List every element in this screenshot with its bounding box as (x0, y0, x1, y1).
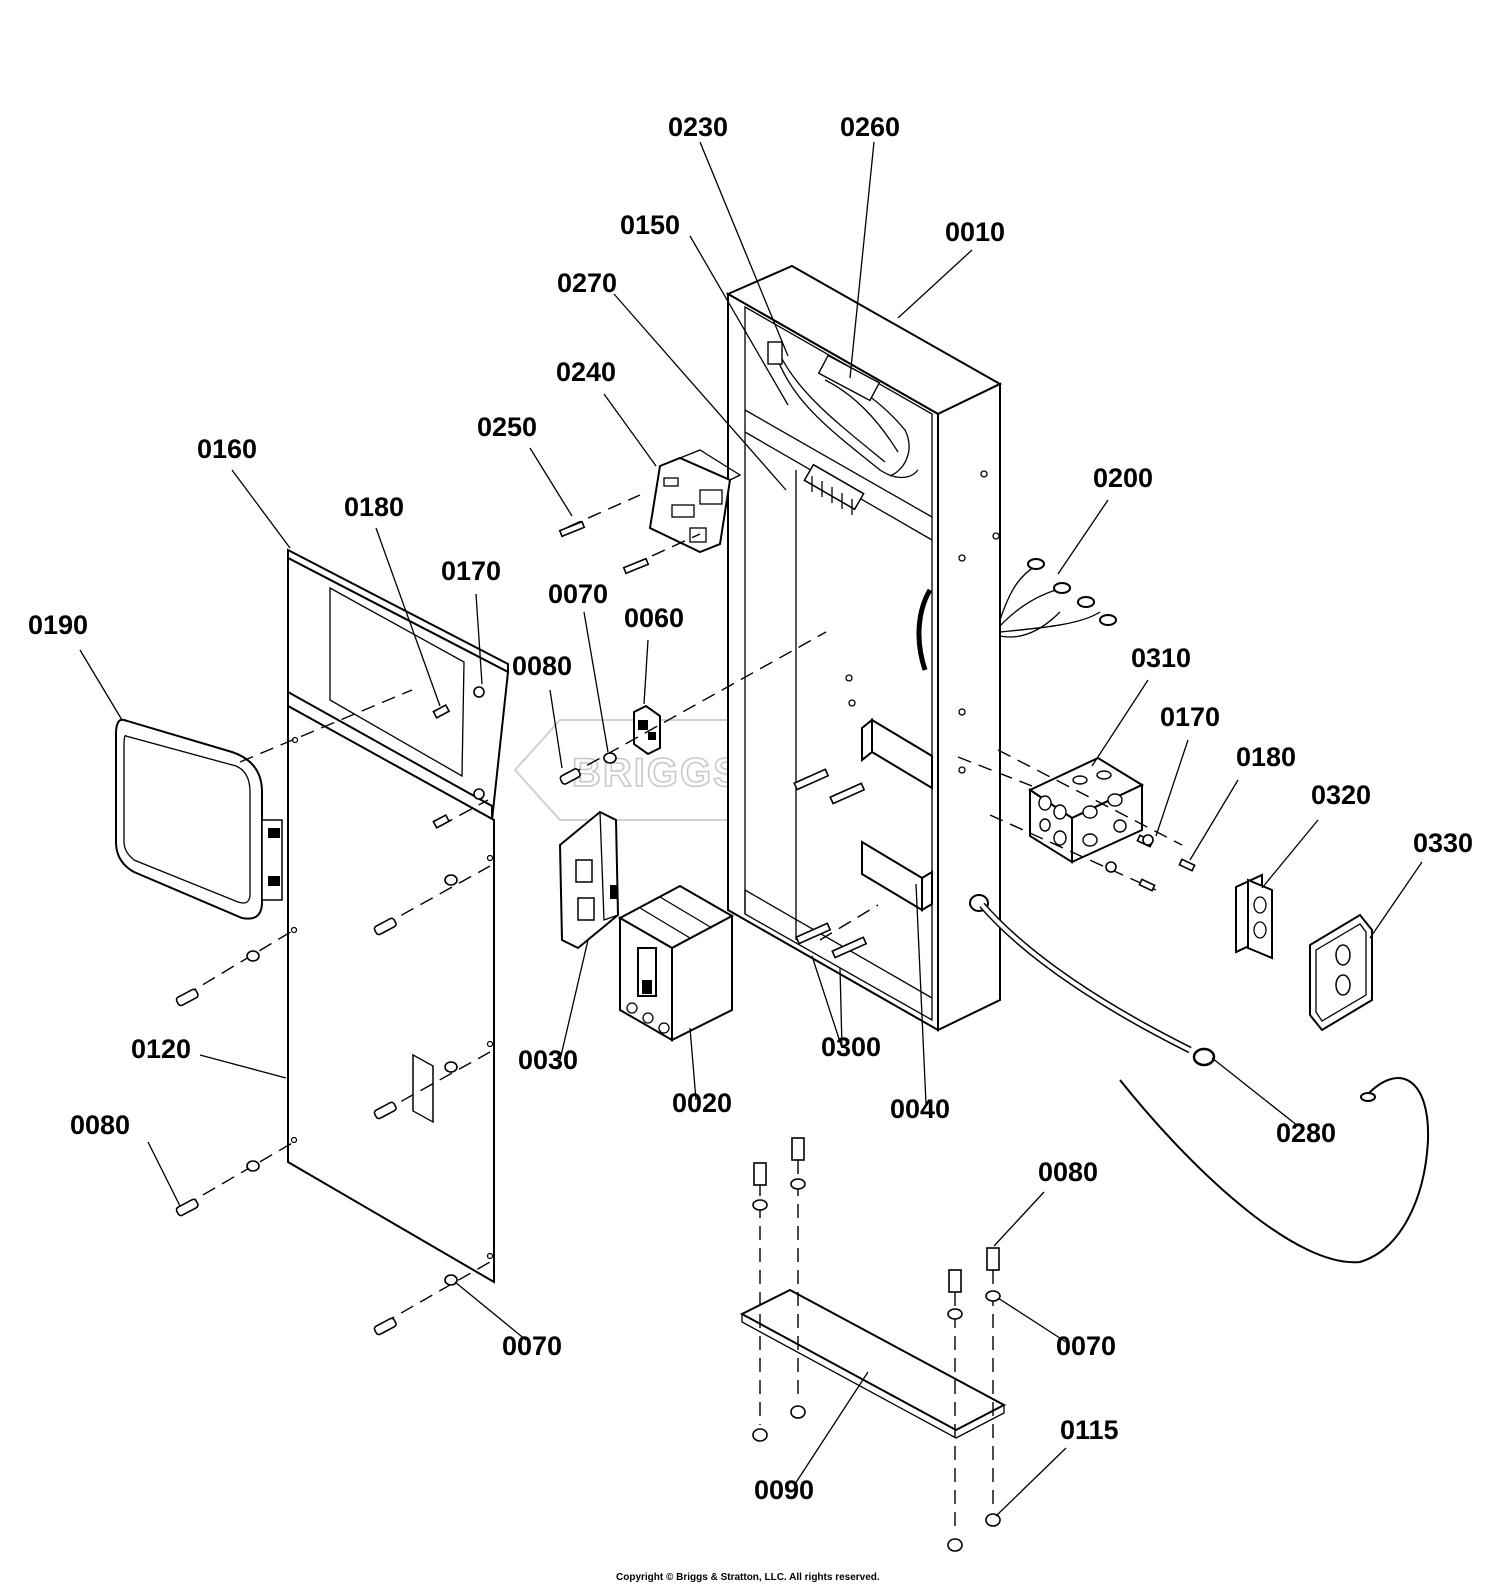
cover-plate-0330 (1309, 913, 1373, 1032)
callout-0080-plate: 0080 (1038, 1157, 1098, 1187)
callout-0200: 0200 (1093, 463, 1153, 493)
terminal-0060 (633, 704, 661, 756)
callout-0120: 0120 (131, 1034, 191, 1064)
callout-0080-terminal: 0080 (512, 651, 572, 681)
callout-0330: 0330 (1413, 828, 1473, 858)
callout-0300: 0300 (821, 1032, 881, 1062)
ground-wires-0200 (999, 558, 1117, 638)
callout-0320: 0320 (1311, 780, 1371, 810)
bracket-0040 (861, 717, 933, 912)
assembly-lines (183, 494, 1183, 1532)
callout-0070-plate: 0070 (1056, 1331, 1116, 1361)
callout-0270: 0270 (557, 268, 617, 298)
callout-0180-box: 0180 (1236, 742, 1296, 772)
callout-0310: 0310 (1131, 643, 1191, 673)
fasteners (175, 520, 1196, 1552)
callout-0170-door: 0170 (441, 556, 501, 586)
callout-0240: 0240 (556, 357, 616, 387)
receptacle-0320 (1235, 873, 1273, 960)
callout-0150: 0150 (620, 210, 680, 240)
callout-0160: 0160 (197, 434, 257, 464)
callout-0020: 0020 (672, 1088, 732, 1118)
callout-0115: 0115 (1060, 1415, 1119, 1445)
callout-0070-door: 0070 (502, 1331, 562, 1361)
callout-0080-door: 0080 (70, 1110, 130, 1140)
callout-0060: 0060 (624, 603, 684, 633)
copyright-notice: Copyright © Briggs & Stratton, LLC. All … (616, 1572, 880, 1583)
door-panel-0120 (287, 704, 495, 1284)
callout-0040: 0040 (890, 1094, 950, 1124)
callout-0230: 0230 (668, 112, 728, 142)
callout-0010: 0010 (945, 217, 1005, 247)
electrical-box-0310 (1027, 756, 1145, 864)
callout-0190: 0190 (28, 610, 88, 640)
bottom-plate-0090 (739, 1288, 1007, 1439)
callout-labels: 0230 0260 0150 0010 0270 0240 0250 0160 … (28, 112, 1473, 1505)
enclosure-0010 (725, 264, 1003, 1032)
display-module-0190 (115, 718, 283, 920)
callout-0260: 0260 (840, 112, 900, 142)
door-panel-0160 (287, 548, 510, 822)
callout-0070-terminal: 0070 (548, 579, 608, 609)
circuit-board-0240 (648, 449, 742, 554)
callout-0090: 0090 (754, 1475, 814, 1505)
callout-0170-box: 0170 (1160, 702, 1220, 732)
callout-0030: 0030 (518, 1045, 578, 1075)
ground-cable-0280 (979, 902, 1430, 1264)
callout-0280: 0280 (1276, 1118, 1336, 1148)
callout-0250: 0250 (477, 412, 537, 442)
circuit-breaker-0020 (617, 884, 735, 1042)
callout-0180-door: 0180 (344, 492, 404, 522)
mounting-bracket-0030 (558, 810, 620, 950)
leader-lines (79, 141, 1423, 1517)
